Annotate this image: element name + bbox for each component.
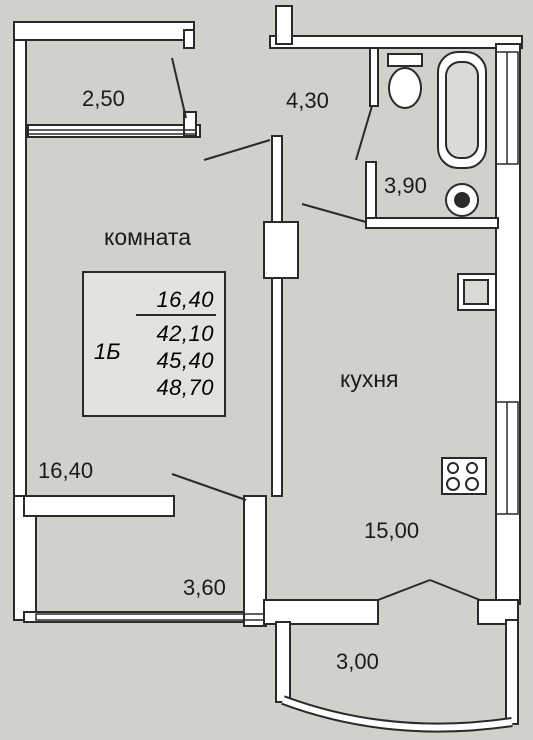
- loggia-left-area: 3,60: [183, 575, 226, 600]
- door-kitchen: [301, 203, 367, 223]
- legend-area-with-balcony: 45,40: [156, 348, 214, 373]
- balcony-area: 3,00: [336, 649, 379, 674]
- door-loggia-top: [171, 57, 187, 119]
- wall-top-right: [269, 35, 523, 49]
- door-loggia-left: [171, 473, 247, 501]
- wall-loggia-top-start: [183, 29, 195, 49]
- wall-column-top: [275, 5, 293, 45]
- wall-loggia-left-top: [23, 495, 175, 517]
- area-legend: 1Б 16,40 42,10 45,40 48,70: [82, 271, 226, 417]
- window-loggia-top: [27, 129, 197, 135]
- wall-bath-bottom: [365, 217, 499, 229]
- toilet-tank: [387, 53, 423, 67]
- kitchen-label: кухня: [340, 366, 399, 392]
- legend-living-area: 16,40: [156, 287, 214, 312]
- loggia-top-area: 2,50: [82, 86, 125, 111]
- wall-bath-left: [369, 47, 379, 107]
- room-label: комната: [104, 224, 191, 250]
- window-loggia-left: [35, 613, 265, 621]
- door-bath: [355, 105, 373, 161]
- legend-area-full: 48,70: [156, 375, 214, 400]
- door-room: [203, 139, 271, 161]
- door-balcony: [377, 579, 431, 601]
- wall-kitchen-bottom-left: [263, 599, 379, 625]
- bathroom-area: 3,90: [384, 173, 427, 198]
- wall-partition-block: [263, 221, 299, 279]
- hall-area: 4,30: [286, 88, 329, 113]
- toilet-bowl: [388, 67, 422, 109]
- kitchen-area: 15,00: [364, 518, 420, 543]
- room-area: 16,40: [38, 458, 94, 483]
- wall-loggia-pillar: [243, 495, 267, 627]
- legend-total-area: 42,10: [156, 321, 214, 346]
- wall-loggia-top: [27, 124, 201, 138]
- legend-divider: [136, 314, 216, 316]
- apartment-code: 1Б: [94, 339, 121, 364]
- wall-outer-left: [13, 21, 27, 497]
- wall-top-left: [13, 21, 195, 41]
- wall-bath-left-low: [365, 161, 377, 227]
- wall-balcony-left: [275, 621, 291, 703]
- wall-balcony-right: [505, 619, 519, 725]
- wall-outer-right: [495, 43, 521, 605]
- wall-partition: [271, 135, 283, 497]
